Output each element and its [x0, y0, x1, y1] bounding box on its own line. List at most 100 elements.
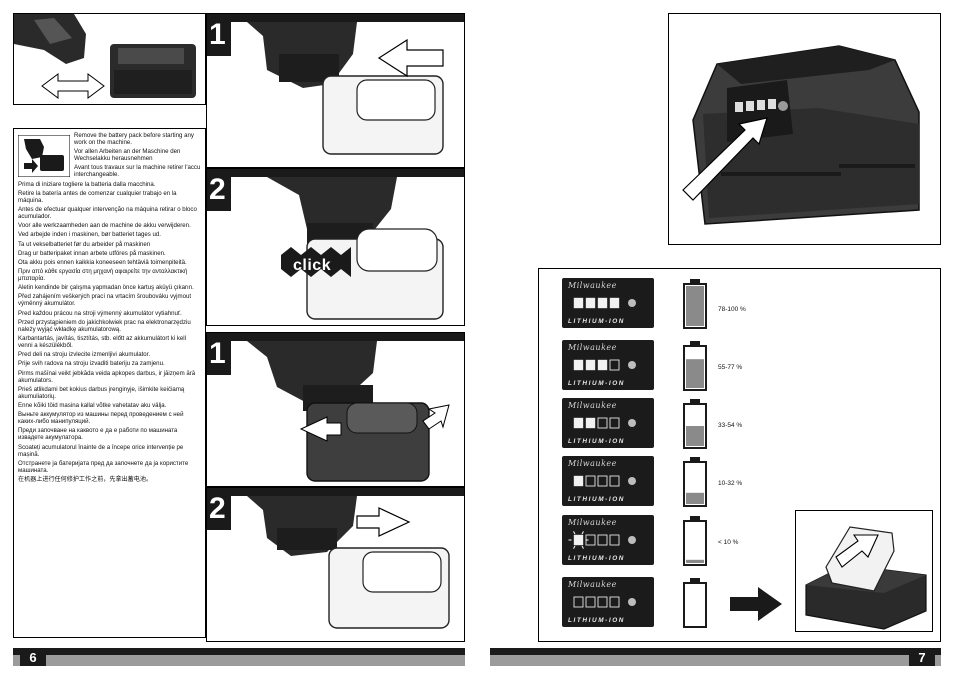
battery-removal-warning-box: Remove the battery pack before starting … — [13, 128, 206, 638]
charge-level-row: Milwaukee LITHIUM-ION 10-32 % — [562, 456, 742, 507]
warning-line: Ta ut vekselbatteriet før du arbeider på… — [18, 240, 151, 248]
warning-line: Scoateți acumulatorul înainte de a încep… — [18, 443, 184, 458]
led-bars — [568, 531, 636, 549]
warning-line: Karbantartás, javítás, tisztítás, stb. e… — [18, 335, 186, 349]
charge-level-row: Milwaukee LITHIUM-ION — [562, 577, 712, 628]
battery-terminal — [690, 578, 700, 583]
warning-line: 在机器上进行任何修护工作之前，先拿出蓄电池。 — [18, 475, 153, 483]
gauge-button — [628, 536, 636, 544]
battery-terminal — [690, 399, 700, 404]
blink-ray — [581, 545, 584, 549]
remove-battery-icon — [18, 135, 70, 177]
gauge-button — [628, 361, 636, 369]
chemistry-label: LITHIUM-ION — [568, 438, 626, 445]
step-remove-slide: 2 — [206, 487, 465, 642]
led-bar-lit — [585, 417, 596, 429]
chemistry-label: LITHIUM-ION — [568, 555, 626, 562]
step-number-tab — [207, 169, 231, 211]
click-label: click — [293, 257, 332, 274]
led-bars — [573, 596, 636, 608]
led-bar-off — [585, 475, 596, 487]
led-bar-off — [597, 596, 608, 608]
step-number-tab — [207, 488, 231, 530]
battery-pack-drawing — [682, 45, 920, 225]
charge-percent: 78-100 % — [718, 306, 746, 313]
battery-outline — [683, 520, 707, 566]
warning-line: Aletin kendinde bir çalışma yapmadan önc… — [18, 284, 194, 292]
warning-line: Przed przystąpieniem do jakichkolwiek pr… — [18, 318, 191, 333]
brand-label: Milwaukee — [568, 281, 617, 290]
warning-line: Avant tous travaux sur la machine retire… — [74, 164, 201, 179]
fuel-gauge-panel: Milwaukee LITHIUM-ION — [562, 577, 654, 627]
led-bar-off — [609, 596, 620, 608]
charge-level-row: Milwaukee LITHIUM-ION 78-100 % — [562, 278, 746, 329]
warning-line: Πριν από κάθε εργασία στη μηχανή αφαιρεί… — [18, 268, 188, 283]
led-bar-off — [585, 596, 596, 608]
warning-line: Remove the battery pack before starting … — [74, 132, 194, 146]
led-bar-lit — [573, 475, 584, 487]
led-bar-lit — [585, 359, 596, 371]
charge-level-row: Milwaukee LITHIUM-ION < 10 % — [562, 515, 738, 566]
warning-line: Prije svih radova na stroju izvaditi bat… — [18, 360, 165, 368]
battery-level-icon — [683, 457, 707, 507]
battery-fill — [686, 559, 704, 563]
step-number-tab — [207, 14, 231, 56]
footer-dark-left — [13, 648, 465, 655]
blink-ray — [581, 531, 584, 535]
fuel-gauge-panel: Milwaukee LITHIUM-ION — [562, 340, 654, 390]
led-bar-off — [609, 417, 620, 429]
gauge-button — [628, 419, 636, 427]
warning-line: Ved arbejde inden i maskinen, bør batter… — [18, 231, 161, 239]
warning-line: Ota akku pois ennen kaikkia koneeseen te… — [18, 258, 187, 266]
step-top-bar — [207, 169, 464, 177]
click-battery-drawing — [267, 177, 444, 320]
led-bar-off — [609, 534, 620, 546]
warning-line: Vor allen Arbeiten an der Maschine den W… — [74, 148, 181, 163]
charger-drawing — [805, 526, 927, 630]
led-bar-off — [609, 475, 620, 487]
warning-line: Antes de efectuar qualquer intervenção n… — [18, 205, 197, 220]
led-bar-lit — [573, 534, 584, 546]
step-top-bar — [207, 14, 464, 22]
brand-label: Milwaukee — [568, 518, 617, 527]
brand-label: Milwaukee — [568, 343, 617, 352]
battery-terminal — [690, 279, 700, 284]
step-top-bar — [207, 488, 464, 496]
charge-level-row: Milwaukee LITHIUM-ION 55-77 % — [562, 340, 742, 391]
led-bars — [573, 359, 636, 371]
warning-line: Выньте аккумулятор из машины перед прове… — [18, 411, 184, 426]
charge-percent: 55-77 % — [718, 364, 743, 371]
warning-line: Voor alle werkzaamheden aan de machine d… — [18, 222, 191, 230]
battery-terminal — [690, 457, 700, 462]
battery-terminal — [690, 341, 700, 346]
charge-percent: 33-54 % — [718, 422, 743, 429]
led-bar-lit — [597, 297, 608, 309]
led-bar-lit — [597, 359, 608, 371]
warning-line: Prima di iniziare togliere la batteria d… — [18, 180, 156, 188]
warning-text-list: Remove the battery pack before starting … — [18, 132, 201, 485]
chemistry-label: LITHIUM-ION — [568, 318, 626, 325]
battery-fill — [686, 426, 704, 446]
chemistry-label: LITHIUM-ION — [568, 617, 626, 624]
warning-line: Prieš atlikdami bet kokius darbus įrengi… — [18, 385, 185, 400]
arrow-right-icon — [730, 587, 782, 621]
warning-line: Retire la batería antes de comenzar cual… — [18, 189, 177, 204]
insert-battery-drawing — [247, 22, 444, 155]
step-number: 1 — [209, 18, 226, 51]
warning-line: Pred deli na stroju izvlecite izmenljivi… — [18, 351, 151, 359]
battery-terminal — [690, 516, 700, 521]
charge-percent: < 10 % — [718, 539, 739, 546]
brand-label: Milwaukee — [568, 401, 617, 410]
brand-label: Milwaukee — [568, 580, 617, 589]
step-number: 2 — [209, 173, 226, 206]
fuel-gauge-panel: Milwaukee LITHIUM-ION — [562, 398, 654, 448]
warning-line: Drag ur batteripaket innan arbete utföre… — [18, 249, 166, 257]
led-bar-off — [597, 417, 608, 429]
battery-fill — [686, 359, 704, 388]
warning-line: Před zahájením veškerých prací na vrtací… — [18, 293, 192, 308]
chemistry-label: LITHIUM-ION — [568, 380, 626, 387]
fuel-gauge-panel: Milwaukee LITHIUM-ION — [562, 456, 654, 506]
brand-label: Milwaukee — [568, 459, 617, 468]
press-release-drawing — [247, 341, 450, 482]
step-remove-press: 1 — [206, 332, 465, 487]
